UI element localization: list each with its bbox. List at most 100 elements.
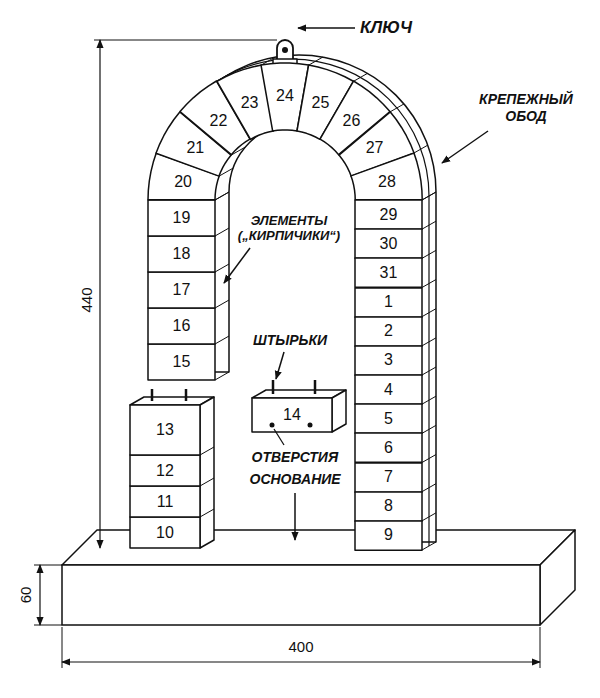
dimension-line	[99, 40, 100, 548]
callout-number: 23	[241, 95, 259, 111]
brick: 28	[349, 151, 424, 202]
callout-number: 17	[173, 282, 191, 298]
brick-face	[148, 344, 215, 380]
brick-face	[355, 463, 422, 492]
dimension-line	[62, 661, 540, 662]
key-hole	[282, 47, 288, 53]
leader-arrow	[298, 27, 355, 29]
callout-number: 11	[157, 494, 174, 510]
brick-edge	[422, 338, 436, 346]
brick-edge	[215, 336, 229, 344]
brick-face	[130, 517, 200, 548]
callout-number: 5	[384, 411, 393, 427]
brick: 17	[146, 270, 217, 310]
base-front	[62, 565, 540, 625]
part-label: ШТЫРЬКИ	[253, 332, 327, 349]
brick-edge	[422, 396, 436, 404]
callout-number: 14	[283, 407, 301, 423]
brick-edge	[215, 228, 229, 236]
callout-number: 20	[174, 174, 192, 190]
callout-number: 28	[378, 174, 396, 190]
leader-line	[274, 429, 284, 445]
brick-face	[355, 375, 422, 404]
brick-edge	[215, 264, 229, 272]
brick-side	[332, 390, 346, 432]
brick-face	[355, 200, 422, 229]
callout-number: 4	[384, 382, 393, 398]
column-side	[200, 397, 214, 548]
brick-face	[355, 288, 422, 317]
callout-number: 3	[384, 352, 393, 368]
brick: 11	[128, 484, 202, 519]
leader-arrow	[224, 248, 250, 283]
extension-line	[94, 40, 277, 41]
brick-edge	[215, 192, 229, 200]
pin	[314, 380, 317, 394]
brick-edge	[309, 57, 323, 65]
dimension-label: 60	[17, 587, 35, 604]
brick-edge	[422, 455, 436, 463]
brick: 29	[353, 198, 424, 231]
dimension-line	[39, 565, 40, 625]
callout-number: 13	[156, 422, 174, 438]
leader-arrow	[442, 131, 488, 163]
part-label: ЭЛЕМЕНТЫ („КИРПИЧИКИ“)	[233, 213, 345, 244]
brick: 10	[128, 515, 202, 550]
brick: 19	[146, 198, 217, 238]
extension-line	[34, 625, 62, 626]
brick: 12	[128, 453, 202, 488]
callout-number: 19	[173, 210, 191, 226]
brick-face	[148, 308, 215, 344]
brick-edge	[414, 145, 428, 153]
brick-edge	[422, 484, 436, 492]
callout-number: 24	[276, 88, 294, 104]
brick-edge	[422, 192, 436, 200]
brick-edge	[390, 104, 404, 112]
callout-number: 21	[186, 140, 204, 156]
brick: 7	[353, 461, 424, 494]
brick-edge	[422, 309, 436, 317]
part-label: КЛЮЧ	[360, 18, 412, 38]
brick-top	[252, 390, 346, 398]
base-side	[540, 530, 575, 625]
brick: 14	[250, 396, 334, 434]
brick-face	[130, 455, 200, 486]
brick-face	[355, 433, 422, 462]
callout-number: 25	[311, 95, 329, 111]
callout-number: 8	[384, 498, 393, 514]
part-label: ОТВЕРСТИЯ	[252, 449, 339, 466]
brick-edge	[422, 513, 436, 521]
brick: 9	[353, 519, 424, 552]
callout-number: 26	[343, 113, 361, 129]
brick-edge	[422, 192, 436, 200]
pin	[272, 380, 275, 394]
brick: 5	[353, 402, 424, 435]
brick: 13	[128, 403, 202, 457]
callout-number: 27	[366, 140, 384, 156]
brick-face	[130, 405, 200, 455]
callout-number: 16	[173, 318, 191, 334]
brick-face	[355, 346, 422, 375]
part-label: ОСНОВАНИЕ	[250, 471, 341, 488]
brick-face	[130, 486, 200, 517]
callout-number: 9	[384, 527, 393, 543]
brick: 16	[146, 306, 217, 346]
pin	[151, 389, 154, 401]
brick-edge	[354, 73, 368, 81]
brick-edge	[422, 250, 436, 258]
brick: 2	[353, 315, 424, 348]
pin	[185, 389, 188, 401]
hole	[308, 423, 313, 428]
callout-number: 29	[380, 207, 398, 223]
callout-number: 7	[384, 469, 393, 485]
brick: 31	[353, 256, 424, 289]
callout-number: 12	[156, 463, 174, 479]
brick: 4	[353, 373, 424, 406]
brick-edge	[422, 425, 436, 433]
brick-edge	[215, 300, 229, 308]
brick-face	[355, 317, 422, 346]
brick-edge	[200, 509, 214, 517]
part-label: КРЕПЕЖНЫЙ ОБОД	[460, 91, 592, 125]
leader-arrow	[294, 493, 296, 540]
brick-edge	[422, 280, 436, 288]
